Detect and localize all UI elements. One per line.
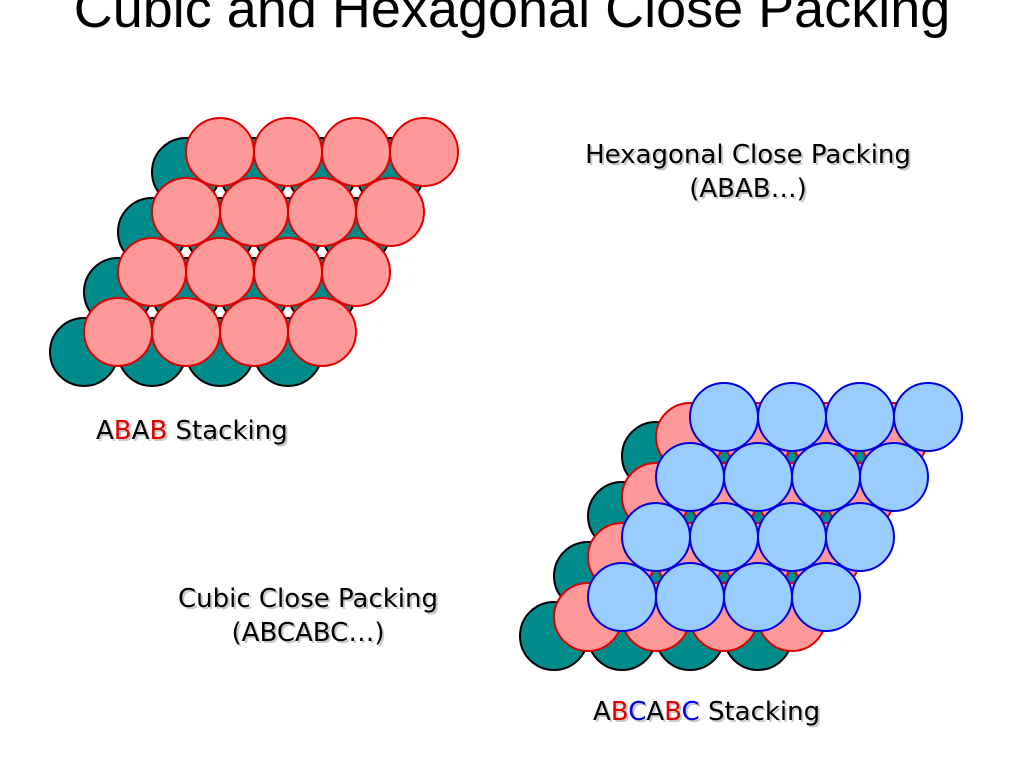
sphere bbox=[723, 442, 793, 512]
sphere bbox=[893, 382, 963, 452]
sphere bbox=[151, 297, 221, 367]
sphere bbox=[825, 382, 895, 452]
abcabc-stacking-label: ABCABC Stacking bbox=[593, 695, 820, 729]
sphere bbox=[757, 502, 827, 572]
hcp-caption: Hexagonal Close Packing (ABAB…) bbox=[548, 138, 948, 206]
sphere bbox=[117, 237, 187, 307]
hcp-caption-line1: Hexagonal Close Packing bbox=[585, 140, 911, 170]
hcp-layer-b bbox=[83, 117, 459, 367]
stack-letter: A bbox=[593, 697, 611, 727]
sphere bbox=[83, 297, 153, 367]
stack-letter: B bbox=[149, 416, 168, 446]
sphere bbox=[287, 177, 357, 247]
sphere bbox=[689, 502, 759, 572]
slide-title: Cubic and Hexagonal Close Packing bbox=[73, 0, 951, 39]
ccp-caption: Cubic Close Packing (ABCABC…) bbox=[128, 582, 488, 650]
stack-letter: C bbox=[628, 697, 647, 727]
ccp-caption-line1: Cubic Close Packing bbox=[177, 584, 438, 614]
sphere bbox=[723, 562, 793, 632]
sphere bbox=[185, 117, 255, 187]
sphere bbox=[689, 382, 759, 452]
abab-stacking-label: ABAB Stacking bbox=[96, 414, 288, 448]
stack-letter: B bbox=[610, 697, 629, 727]
stack-letter: B bbox=[664, 697, 682, 727]
sphere bbox=[655, 442, 725, 512]
stack-letter: A bbox=[96, 416, 114, 446]
sphere bbox=[859, 442, 929, 512]
sphere bbox=[757, 382, 827, 452]
sphere bbox=[389, 117, 459, 187]
stack-letter: A bbox=[646, 697, 665, 727]
sphere bbox=[791, 442, 861, 512]
stacking-word: Stacking bbox=[175, 416, 288, 446]
ccp-caption-line2: (ABCABC…) bbox=[231, 618, 385, 648]
sphere bbox=[321, 117, 391, 187]
stack-letter: A bbox=[131, 416, 150, 446]
stacking-word: Stacking bbox=[707, 697, 821, 727]
sphere bbox=[185, 237, 255, 307]
hcp-caption-line2: (ABAB…) bbox=[689, 174, 807, 204]
stack-letter: C bbox=[681, 697, 700, 727]
sphere bbox=[287, 297, 357, 367]
stack-letter: B bbox=[113, 416, 132, 446]
sphere bbox=[253, 237, 323, 307]
sphere bbox=[825, 502, 895, 572]
sphere bbox=[791, 562, 861, 632]
ccp-layer-c bbox=[587, 382, 963, 632]
sphere bbox=[587, 562, 657, 632]
sphere bbox=[219, 297, 289, 367]
sphere bbox=[655, 562, 725, 632]
sphere bbox=[355, 177, 425, 247]
sphere bbox=[253, 117, 323, 187]
sphere bbox=[151, 177, 221, 247]
sphere bbox=[321, 237, 391, 307]
sphere bbox=[621, 502, 691, 572]
sphere bbox=[219, 177, 289, 247]
